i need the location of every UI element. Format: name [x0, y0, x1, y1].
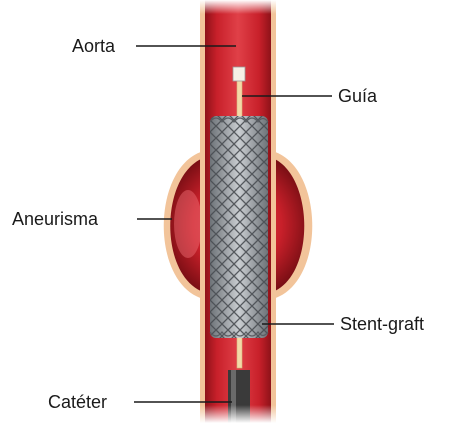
top-fade — [195, 0, 285, 14]
guia-label: Guía — [338, 86, 378, 106]
bottom-fade — [195, 405, 285, 423]
cateter-label: Catéter — [48, 392, 107, 412]
aneurisma-label: Aneurisma — [12, 209, 99, 229]
stent-graft-label: Stent-graft — [340, 314, 424, 334]
stent-graft — [210, 116, 268, 338]
aorta-label: Aorta — [72, 36, 116, 56]
